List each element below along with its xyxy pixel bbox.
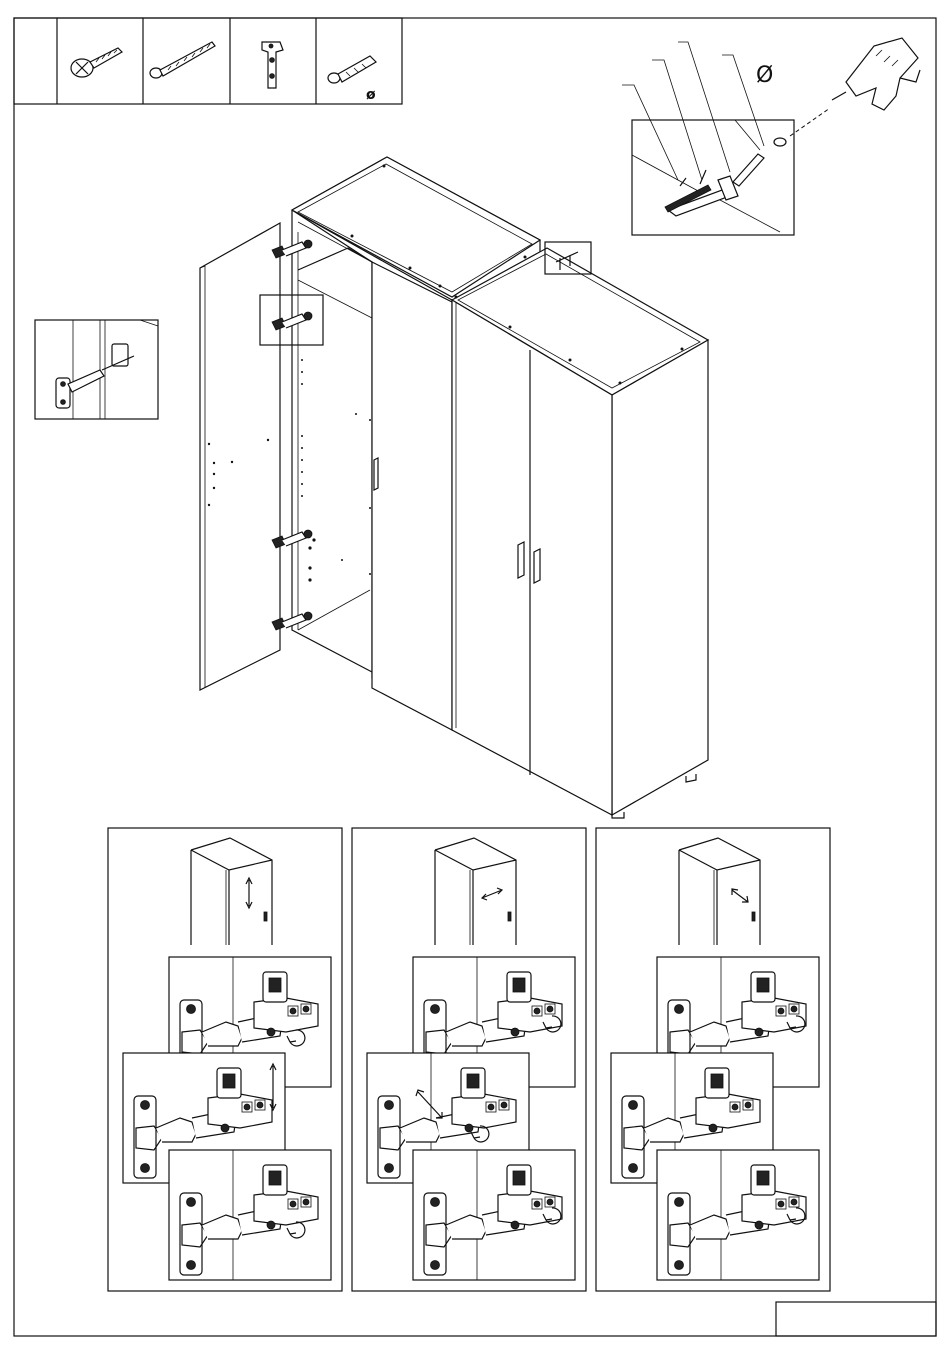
- wall-fixing-detail: Ø: [622, 38, 920, 235]
- adjust-panel-lateral: [352, 828, 586, 1291]
- l-bracket-icon: [262, 42, 283, 88]
- adjust-panel-depth: [596, 828, 830, 1291]
- wood-screw-icon: [71, 48, 122, 77]
- middle-door: [372, 262, 452, 730]
- hinge-callout: [35, 320, 158, 419]
- arrow-lateral-icon: [482, 888, 502, 900]
- wall-plug-diameter-label: ø: [366, 87, 376, 103]
- screw-icon: [665, 154, 764, 212]
- arrow-vertical-icon: [246, 878, 252, 908]
- door-handle-icon: [374, 458, 378, 490]
- wardrobe-illustration: [200, 157, 708, 818]
- wall-plug-icon: ø: [328, 56, 376, 103]
- adjust-panel-vertical: [108, 828, 342, 1291]
- drill-diameter-label: Ø: [756, 63, 773, 88]
- l-bracket-icon: [668, 176, 738, 216]
- long-screw-icon: [150, 42, 215, 78]
- left-open-door: [200, 223, 280, 690]
- drill-icon: [832, 38, 920, 110]
- wall-hole-icon: [774, 138, 786, 146]
- arrow-depth-icon: [732, 889, 748, 902]
- page-number-box: [776, 1302, 936, 1336]
- parts-table: ø: [14, 18, 402, 104]
